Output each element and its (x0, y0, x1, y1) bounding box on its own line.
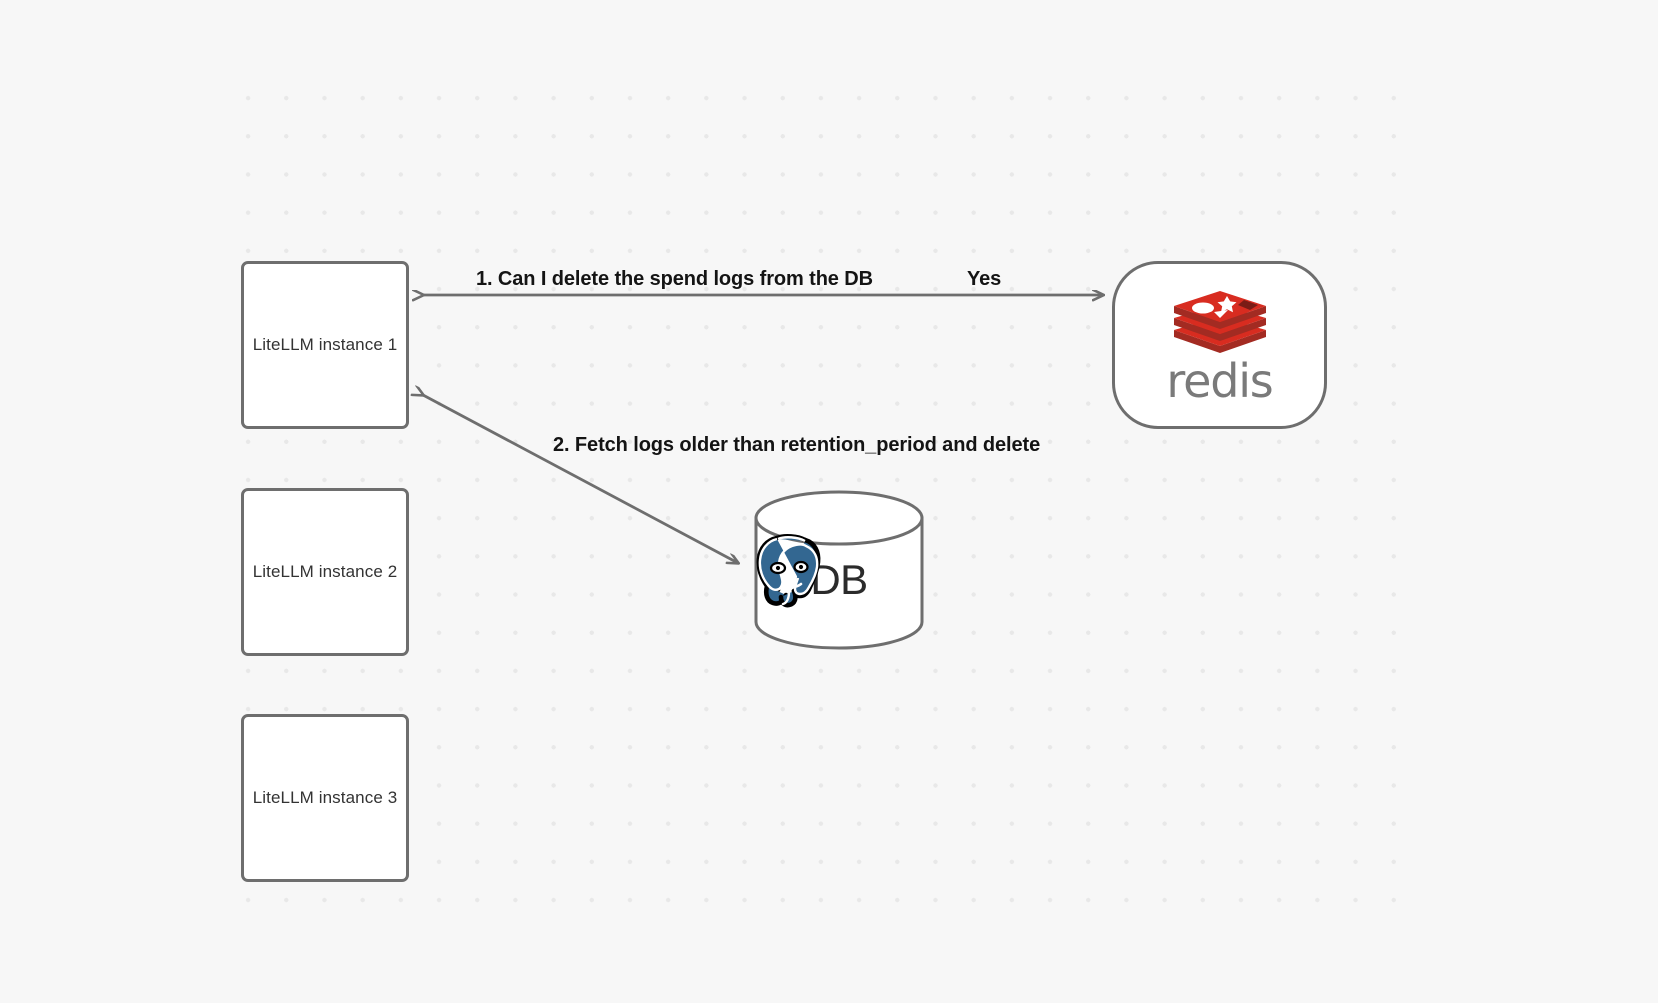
node-litellm-instance-2[interactable]: LiteLLM instance 2 (241, 488, 409, 656)
node-label: LiteLLM instance 3 (252, 788, 398, 808)
db-label: DB (810, 555, 868, 603)
edge-label-request: 1. Can I delete the spend logs from the … (476, 268, 873, 290)
node-postgres-db[interactable]: DB (753, 490, 925, 650)
node-litellm-instance-3[interactable]: LiteLLM instance 3 (241, 714, 409, 882)
node-label: LiteLLM instance 2 (252, 562, 398, 582)
redis-logo: redis (1166, 287, 1274, 409)
node-litellm-instance-1[interactable]: LiteLLM instance 1 (241, 261, 409, 429)
edge-label-fetch-delete: 2. Fetch logs older than retention_perio… (553, 434, 1041, 456)
node-label: LiteLLM instance 1 (252, 335, 398, 355)
redis-wordmark: redis (1166, 354, 1273, 409)
node-redis[interactable]: redis (1112, 261, 1327, 429)
redis-cube-icon (1173, 291, 1266, 354)
postgresql-elephant-icon (756, 533, 821, 608)
edge-label-reply: Yes (967, 268, 1002, 290)
